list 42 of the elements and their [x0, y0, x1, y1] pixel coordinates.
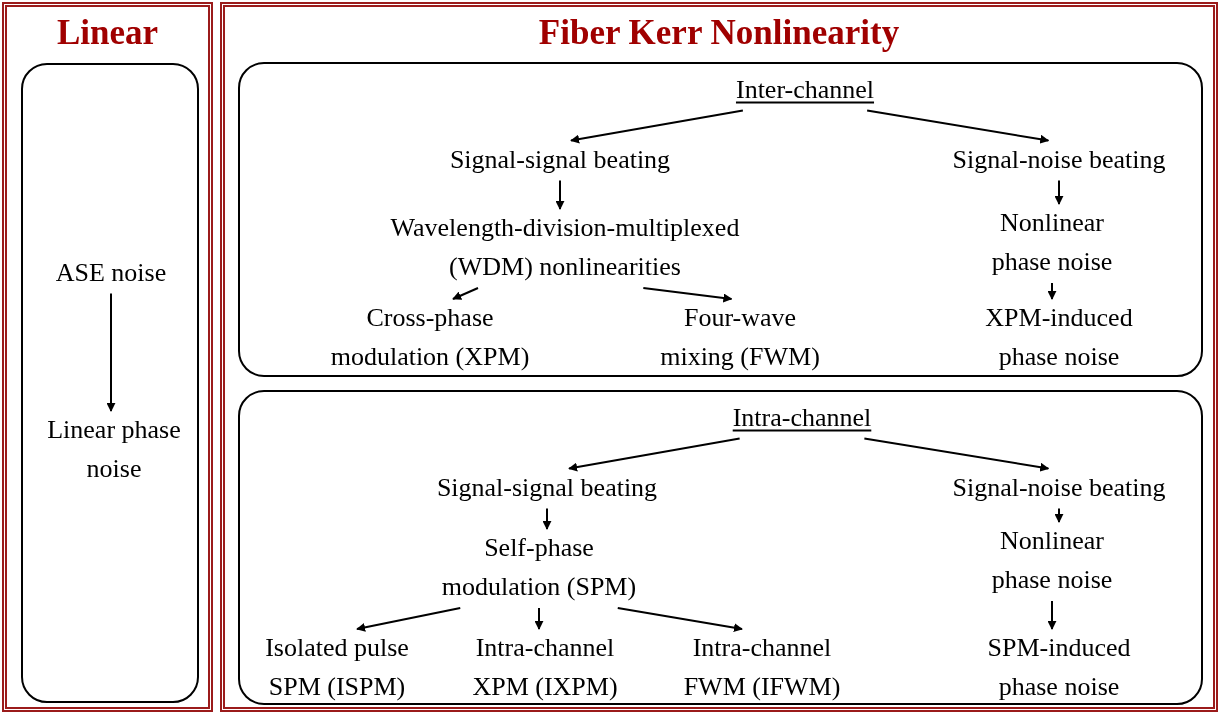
panel-title: Linear	[56, 13, 159, 53]
node-text: Cross-phase modulation (XPM)	[315, 298, 545, 376]
node-text: Nonlinear phase noise	[977, 521, 1127, 599]
arrow	[1047, 282, 1057, 300]
node-text: ASE noise	[55, 252, 167, 292]
node-text: Self-phase modulation (SPM)	[426, 528, 652, 606]
group-box	[238, 62, 1203, 377]
arrow	[534, 607, 544, 630]
arrow	[863, 437, 1050, 472]
arrow	[1047, 600, 1057, 630]
node-text: Signal-signal beating	[436, 467, 658, 507]
arrow	[452, 287, 479, 300]
node-text: XPM-induced phase noise	[959, 298, 1159, 376]
node-text: SPM-induced phase noise	[959, 628, 1159, 706]
node-text: Nonlinear phase noise	[977, 203, 1127, 281]
arrow	[642, 287, 733, 303]
node-text: Four-wave mixing (FWM)	[655, 298, 825, 376]
panel-title: Fiber Kerr Nonlinearity	[538, 13, 900, 53]
node-text: Signal-signal beating	[449, 139, 671, 179]
arrow	[356, 607, 462, 632]
arrow	[106, 292, 116, 412]
node-text: Wavelength-division-multiplexed (WDM) nonlinearities	[347, 208, 783, 286]
category-panel	[220, 2, 1218, 712]
node-text: Isolated pulse SPM (ISPM)	[237, 628, 437, 706]
node-text: Signal-noise beating	[952, 139, 1166, 179]
node-text: Intra-channel XPM (IXPM)	[445, 628, 645, 706]
group-box	[238, 390, 1203, 705]
arrow	[1054, 507, 1064, 523]
arrow	[1054, 179, 1064, 205]
section-heading: Intra-channel	[732, 397, 872, 437]
node-text: Signal-noise beating	[952, 467, 1166, 507]
arrow	[616, 607, 743, 633]
group-box	[21, 63, 199, 703]
category-panel	[2, 2, 213, 712]
node-text: Intra-channel FWM (IFWM)	[662, 628, 862, 706]
arrow	[568, 437, 741, 472]
arrow	[866, 109, 1050, 144]
arrow	[570, 109, 744, 144]
arrow	[542, 507, 552, 530]
section-heading: Inter-channel	[735, 69, 875, 109]
node-text: Linear phase noise	[44, 410, 184, 488]
arrow	[555, 179, 565, 210]
